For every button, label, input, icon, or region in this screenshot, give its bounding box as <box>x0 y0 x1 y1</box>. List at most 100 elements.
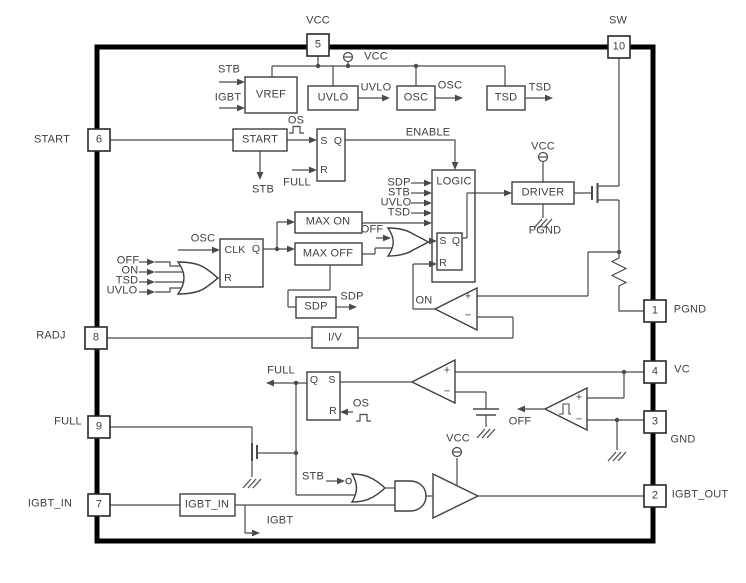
driver-label: DRIVER <box>521 186 565 199</box>
pin-box-3 <box>643 410 667 434</box>
on-comp-minus: − <box>464 309 472 322</box>
clk-flipflop <box>219 238 264 288</box>
igbt-in-block-label: IGBT_IN <box>184 498 230 511</box>
pin6-label: START <box>33 133 71 146</box>
osc-to-clk: OSC <box>190 232 216 245</box>
osc-block <box>396 85 436 111</box>
blocks <box>176 76 588 520</box>
on-comp-out: ON <box>415 294 433 307</box>
pin-box-7 <box>87 493 111 517</box>
clk-r: R <box>224 271 232 284</box>
pin3-label: GND <box>670 433 696 446</box>
reset-or-gate <box>176 261 219 295</box>
pin9-number: 9 <box>95 420 103 433</box>
junction-dots <box>274 63 627 456</box>
latch2-r: R <box>439 256 447 269</box>
pin6-number: 6 <box>95 133 103 146</box>
ground-icon <box>533 218 553 229</box>
latch2-q: Q <box>451 234 461 247</box>
os-latch3: OS <box>352 397 370 410</box>
sdp-out: SDP <box>340 290 364 303</box>
vc-comp-minus: − <box>443 385 451 398</box>
pin10-number: 10 <box>612 40 626 53</box>
uvlo-to-logic: UVLO <box>380 196 412 209</box>
sdp-to-logic: SDP <box>387 176 411 189</box>
pin-boxes <box>84 33 667 517</box>
pin1-number: 1 <box>651 304 659 317</box>
start-label: START <box>241 133 279 146</box>
pin10-label: SW <box>608 14 628 27</box>
symbols <box>242 51 627 489</box>
uvlo-out: UVLO <box>360 81 392 94</box>
latch1-r: R <box>320 163 328 176</box>
full-pulldown-mosfet-icon <box>251 443 258 461</box>
on-to-or: ON <box>121 264 139 277</box>
sdp-block <box>295 296 337 319</box>
pin4-number: 4 <box>651 365 659 378</box>
ground-icon <box>242 478 262 489</box>
pin2-number: 2 <box>651 489 659 502</box>
pin5-number: 5 <box>314 38 322 51</box>
pin-box-8 <box>84 326 108 350</box>
tsd-to-or: TSD <box>115 274 139 287</box>
vcc-supply-icon <box>342 51 354 63</box>
one-shot-pulse-icon <box>356 413 371 422</box>
pin8-label: RADJ <box>36 329 66 342</box>
latch3-s: S <box>328 373 336 386</box>
pin-box-2 <box>643 484 667 508</box>
output-buffer <box>432 472 480 520</box>
pin5-label: VCC <box>306 14 330 27</box>
sdp-label: SDP <box>304 300 328 313</box>
one-shot-pulse-icon <box>289 125 304 134</box>
set-or-gate <box>386 227 430 257</box>
latch3-q: Q <box>309 373 319 386</box>
inverter-bubble-icon <box>345 477 353 485</box>
max-on-block <box>294 211 363 234</box>
stb-or-gate <box>350 473 386 503</box>
full-to-latch1: FULL <box>283 176 311 189</box>
off-comp-minus: − <box>575 413 583 426</box>
uvlo-block <box>307 85 359 111</box>
vc-comp-plus: + <box>443 364 451 377</box>
latch1-s: S <box>320 134 328 147</box>
clk-in: CLK <box>224 243 246 256</box>
sense-resistor <box>610 252 644 312</box>
ground-icon <box>607 451 627 462</box>
off-to-or: OFF <box>116 254 140 267</box>
igbt-branch: IGBT <box>266 514 294 527</box>
iv-label: I/V <box>327 331 343 344</box>
vcc-driver: VCC <box>531 140 555 153</box>
logic-label: LOGIC <box>436 175 472 188</box>
igbt-in-block <box>179 493 236 517</box>
vcc-buffer: VCC <box>446 432 470 445</box>
max-off-label: MAX OFF <box>302 247 354 260</box>
pin-box-5 <box>306 33 330 57</box>
pin8-number: 8 <box>92 331 100 344</box>
iv-block <box>311 326 359 349</box>
stb-to-logic: STB <box>388 186 410 199</box>
pin9-label: FULL <box>54 415 82 428</box>
tsd-block <box>486 85 526 111</box>
pin-box-6 <box>87 128 111 152</box>
pgnd-driver: PGND <box>528 224 562 237</box>
capacitor-icon <box>473 408 499 416</box>
hysteresis-icon <box>559 403 571 415</box>
vcc-supply-icon <box>451 446 463 458</box>
tsd-label: TSD <box>494 91 518 104</box>
latch2-s: S <box>439 234 447 247</box>
vcc-rail-label: VCC <box>364 50 388 63</box>
vref-block <box>244 76 298 114</box>
stb-from-start: STB <box>252 183 274 196</box>
pin3-number: 3 <box>651 415 659 428</box>
vcc-supply-icon <box>537 151 549 163</box>
latch1-q: Q <box>333 134 343 147</box>
wires <box>107 56 644 534</box>
stb-to-orgate: STB <box>302 470 324 483</box>
osc-label: OSC <box>403 91 429 104</box>
pin4-label: VC <box>674 363 690 376</box>
start-sr-latch <box>316 128 346 182</box>
pin7-number: 7 <box>95 498 103 511</box>
pin-box-4 <box>643 360 667 384</box>
